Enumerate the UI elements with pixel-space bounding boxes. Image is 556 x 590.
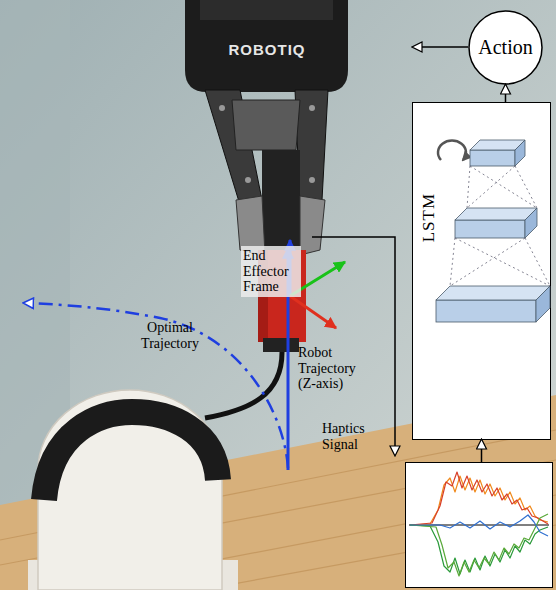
cable-fixture: [38, 390, 222, 590]
signal-curve: [410, 525, 548, 574]
brand-text: ROBOTIQ: [205, 42, 329, 59]
node-text: Action: [478, 36, 532, 59]
circle-outline: [468, 10, 543, 85]
layer-prism: [470, 140, 525, 166]
screw: [245, 177, 251, 183]
fixture-base: [28, 560, 238, 590]
cable: [205, 350, 282, 418]
node-heading: Haptics Signal: [322, 421, 386, 453]
optimal-trajectory: [24, 303, 288, 468]
layer-connections: [450, 166, 550, 286]
robot-trajectory: [287, 248, 290, 470]
signal-curve: [410, 472, 548, 525]
gripper-link: [295, 90, 328, 205]
screw: [219, 105, 225, 111]
layer-prism: [436, 286, 550, 322]
x-axis: [290, 296, 336, 328]
gripper-palm: [232, 100, 300, 150]
screw: [309, 177, 315, 183]
window-frame: [0, 0, 70, 590]
z-axis: [289, 240, 292, 298]
screw: [309, 105, 315, 111]
wooden-table: [0, 395, 556, 590]
signal-curve: [410, 514, 548, 576]
gripper-finger: [236, 196, 265, 255]
layer-prism: [455, 208, 537, 238]
frame-label: End Effector Frame: [241, 246, 301, 297]
signal-curve: [410, 476, 548, 525]
connector-tip: [263, 338, 299, 352]
gripper-link: [205, 90, 262, 205]
gripper-finger: [300, 196, 325, 255]
node-text: LSTM: [419, 193, 439, 242]
gripper-body: [185, 0, 348, 92]
signal-plot: Haptics Signal: [405, 462, 553, 588]
haptics-arrow: [312, 237, 395, 455]
trajectory-label: Optimal Trajectory: [128, 320, 212, 351]
flow-arrow: [481, 440, 483, 462]
wood-grain: [0, 430, 556, 590]
cable-connector: [258, 250, 306, 342]
plot-axis: [409, 525, 549, 526]
velcro-strap: [44, 412, 218, 500]
action-circle: Action: [468, 10, 543, 85]
connector-shade: [258, 250, 268, 342]
action-arrow: [413, 46, 468, 48]
flow-arrow: [505, 85, 507, 102]
gripper-mount: [200, 0, 333, 20]
circle-outline: [469, 11, 542, 84]
lstm-box: LSTM: [412, 102, 551, 440]
y-axis: [290, 262, 345, 296]
signal-curve: [410, 515, 548, 536]
recurrence-arrow: [438, 141, 466, 160]
trajectory-label: Robot Trajectory (Z-axis): [298, 345, 372, 392]
gripper-core: [262, 150, 300, 250]
